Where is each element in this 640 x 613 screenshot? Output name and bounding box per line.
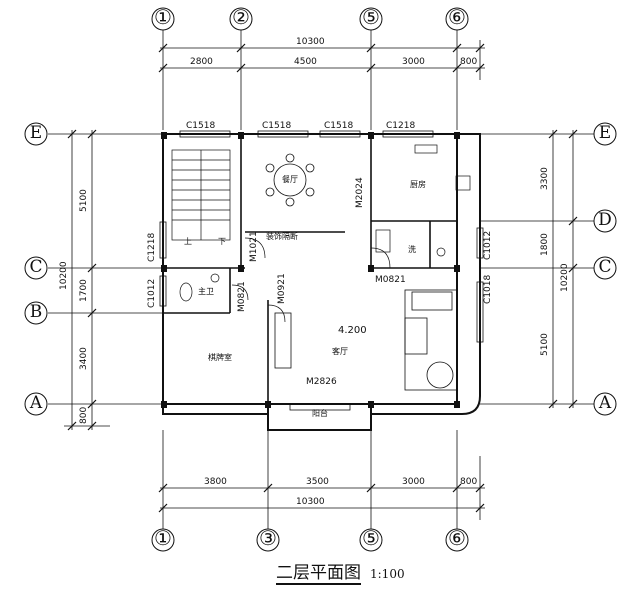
axis-label-right-3: C <box>598 257 612 277</box>
dim-top-seg-4: 800 <box>460 57 478 67</box>
dim-top-total: 10300 <box>296 37 325 47</box>
dim-bottom-seg-3: 3000 <box>402 477 425 487</box>
axis-label-right-1: E <box>598 123 612 143</box>
door-label-chess: M0921 <box>277 273 287 304</box>
dim-bottom-seg-4: 800 <box>460 477 478 487</box>
room-label-balcony: 阳台 <box>312 409 328 418</box>
elevation-label: 4.200 <box>338 325 367 336</box>
door-label-balcony: M2826 <box>306 377 337 387</box>
dim-right-seg-1: 3300 <box>540 167 550 190</box>
dim-top-seg-1: 2800 <box>190 57 213 67</box>
room-label-wash: 洗 <box>408 245 416 254</box>
axis-label-top-4: ⑥ <box>448 5 466 29</box>
axis-label-top-1: ① <box>154 5 172 29</box>
label-stair-down: 下 <box>218 237 226 246</box>
window-label-left-2: C1012 <box>147 278 157 308</box>
dim-left-seg-2: 1700 <box>79 279 89 302</box>
dim-top-seg-3: 3000 <box>402 57 425 67</box>
window-label-right-2: C1018 <box>483 274 493 304</box>
room-label-bath: 主卫 <box>198 287 214 296</box>
dim-left-seg-3: 3400 <box>79 347 89 370</box>
dim-bottom-seg-1: 3800 <box>204 477 227 487</box>
drawing-scale: 1:100 <box>370 567 405 581</box>
door-label-stair: M1021 <box>249 231 259 262</box>
dim-bottom-total: 10300 <box>296 497 325 507</box>
room-label-living: 客厅 <box>332 347 348 356</box>
axis-label-top-3: ⑤ <box>362 5 380 29</box>
door-label-kitchen: M2024 <box>355 177 365 208</box>
axis-label-bottom-1: ① <box>154 526 172 550</box>
axis-label-bottom-4: ⑥ <box>448 526 466 550</box>
dim-right-total: 10200 <box>560 263 570 292</box>
axis-label-bottom-3: ⑤ <box>362 526 380 550</box>
label-stair-up: 上 <box>184 237 192 246</box>
axis-label-left-1: E <box>29 123 43 143</box>
dim-bottom-seg-2: 3500 <box>306 477 329 487</box>
window-label-right-1: C1012 <box>483 230 493 260</box>
room-label-kitchen: 厨房 <box>410 180 426 189</box>
axis-label-left-3: B <box>29 302 43 322</box>
window-label-top-1: C1518 <box>186 121 216 131</box>
axis-label-left-2: C <box>29 257 43 277</box>
axis-label-top-2: ② <box>232 5 250 29</box>
axis-label-right-2: D <box>598 210 612 230</box>
window-label-top-4: C1218 <box>386 121 416 131</box>
window-label-top-2: C1518 <box>262 121 292 131</box>
dim-left-seg-4: 800 <box>79 406 89 424</box>
dim-right-seg-3: 5100 <box>540 333 550 356</box>
door-label-wash: M0821 <box>375 275 406 285</box>
axis-label-bottom-2: ③ <box>259 526 277 550</box>
door-label-bath: M0821 <box>237 281 247 312</box>
axis-label-left-4: A <box>29 393 43 413</box>
dim-left-seg-1: 5100 <box>79 189 89 212</box>
room-label-chess: 棋牌室 <box>208 353 232 362</box>
label-partition: 装饰隔断 <box>266 232 298 241</box>
axis-label-right-4: A <box>598 393 612 413</box>
window-label-left-1: C1218 <box>147 232 157 262</box>
room-label-dining: 餐厅 <box>282 175 298 184</box>
drawing-title: 二层平面图 <box>276 563 361 585</box>
dim-right-seg-2: 1800 <box>540 233 550 256</box>
dim-left-total: 10200 <box>59 261 69 290</box>
dim-top-seg-2: 4500 <box>294 57 317 67</box>
window-label-top-3: C1518 <box>324 121 354 131</box>
